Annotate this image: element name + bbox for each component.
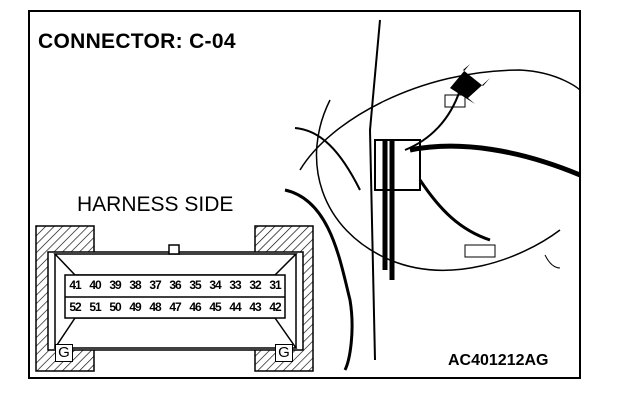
pin: 51 [89,300,101,314]
ground-marker-right: G [275,344,293,362]
pin: 37 [149,278,161,292]
harness-side-label: HARNESS SIDE [77,193,234,216]
ground-marker-left: G [55,344,73,362]
pin: 49 [129,300,141,314]
pin: 43 [249,300,261,314]
pin: 50 [109,300,121,314]
pin: 48 [149,300,161,314]
pin: 46 [189,300,201,314]
pin: 36 [169,278,181,292]
pin: 45 [209,300,221,314]
arrow-icon [450,64,490,104]
pin: 34 [209,278,221,292]
pin: 52 [69,300,81,314]
pin: 44 [229,300,241,314]
connector-title: CONNECTOR: C-04 [38,30,236,53]
pin: 35 [189,278,201,292]
wiring-harness-illustration [284,19,581,371]
pin: 42 [269,300,281,314]
pin: 40 [89,278,101,292]
pin: 47 [169,300,181,314]
pin: 31 [269,278,281,292]
pin: 39 [109,278,121,292]
figure-code: AC401212AG [448,352,549,369]
pin: 38 [129,278,141,292]
diagram-frame [28,10,581,379]
pin: 32 [249,278,261,292]
pin: 33 [229,278,241,292]
connector-housing [35,225,314,372]
pin: 41 [69,278,81,292]
